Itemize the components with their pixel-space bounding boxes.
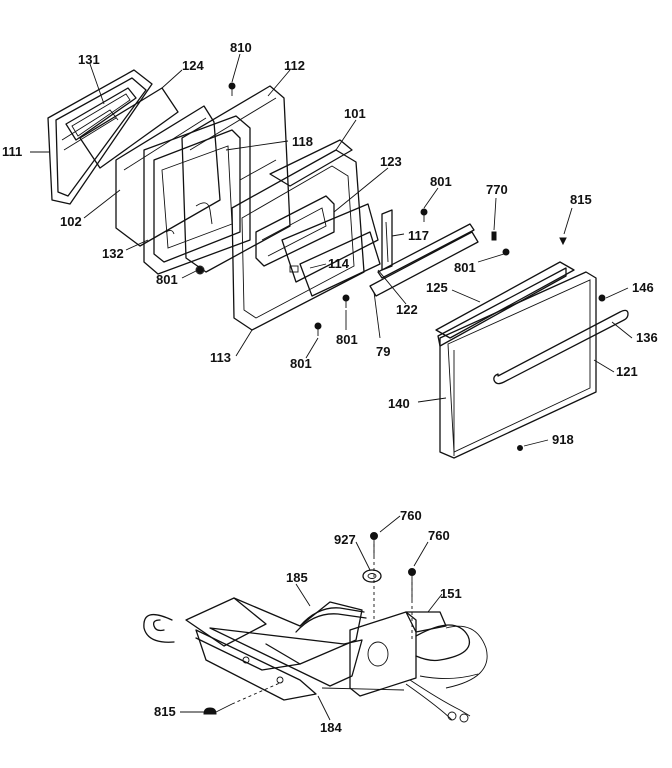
label-118: 118 xyxy=(292,134,313,149)
label-79: 79 xyxy=(376,344,390,359)
label-184: 184 xyxy=(320,720,342,735)
screw-815-b xyxy=(203,703,233,715)
label-146: 146 xyxy=(632,280,654,295)
door-handle-136 xyxy=(493,309,629,385)
trim-strip-122 xyxy=(377,223,475,279)
label-801-b: 801 xyxy=(156,272,178,287)
inner-panel-112 xyxy=(181,85,291,273)
label-810: 810 xyxy=(230,40,252,55)
label-132: 132 xyxy=(102,246,124,261)
label-122: 122 xyxy=(396,302,418,317)
screw-801-a xyxy=(420,208,428,222)
hinge-leader-lines xyxy=(180,515,443,721)
panel-frame-101 xyxy=(269,139,353,187)
label-111: 111 xyxy=(2,144,22,159)
label-815-a: 815 xyxy=(570,192,592,207)
label-801-e: 801 xyxy=(290,356,312,371)
label-112: 112 xyxy=(284,58,305,73)
label-101: 101 xyxy=(344,106,366,121)
label-815-b: 815 xyxy=(154,704,176,719)
bracket-184 xyxy=(195,627,405,701)
label-131: 131 xyxy=(78,52,100,67)
label-151: 151 xyxy=(440,586,462,601)
window-pack-123 xyxy=(281,203,379,283)
label-140: 140 xyxy=(388,396,410,411)
screw-810 xyxy=(228,82,236,96)
label-770: 770 xyxy=(486,182,508,197)
label-927: 927 xyxy=(334,532,356,547)
label-102: 102 xyxy=(60,214,82,229)
door-front-panel-121 xyxy=(439,271,597,459)
label-801-d: 801 xyxy=(336,332,358,347)
gasket-frame-132 xyxy=(143,115,251,275)
label-801-c: 801 xyxy=(454,260,476,275)
screw-801-e xyxy=(314,322,322,336)
screw-801-d xyxy=(502,248,510,256)
window-glass-131 xyxy=(65,87,137,141)
label-760-a: 760 xyxy=(400,508,422,523)
label-121: 121 xyxy=(616,364,638,379)
label-124: 124 xyxy=(182,58,204,73)
door-leader-lines xyxy=(30,53,633,447)
outer-door-panel-111 xyxy=(47,69,153,205)
label-918: 918 xyxy=(552,432,574,447)
bracket-117 xyxy=(381,209,393,271)
label-113: 113 xyxy=(210,350,231,365)
label-185: 185 xyxy=(286,570,308,585)
small-glass-114 xyxy=(289,231,381,297)
label-117: 117 xyxy=(408,228,429,243)
label-114: 114 xyxy=(328,256,350,271)
label-136: 136 xyxy=(636,330,658,345)
insulation-panel-102 xyxy=(115,105,221,247)
hinge-latch-assembly xyxy=(143,515,488,723)
screw-146 xyxy=(598,294,606,302)
screw-801-c xyxy=(342,294,350,308)
screw-815-a xyxy=(559,237,567,246)
latch-motor-151 xyxy=(349,611,488,723)
part-labels: 131 124 810 112 111 118 101 123 801 770 … xyxy=(2,40,658,735)
alignment-lines xyxy=(231,544,413,705)
door-assembly xyxy=(30,53,633,459)
label-760-b: 760 xyxy=(428,528,450,543)
label-123: 123 xyxy=(380,154,402,169)
screw-770 xyxy=(491,231,497,241)
screw-760-a xyxy=(370,532,378,556)
screw-918 xyxy=(517,445,523,451)
glass-panel-124 xyxy=(79,87,179,169)
inner-door-liner-113 xyxy=(231,149,365,331)
label-801-a: 801 xyxy=(430,174,452,189)
washer-927 xyxy=(362,569,382,583)
label-125: 125 xyxy=(426,280,448,295)
